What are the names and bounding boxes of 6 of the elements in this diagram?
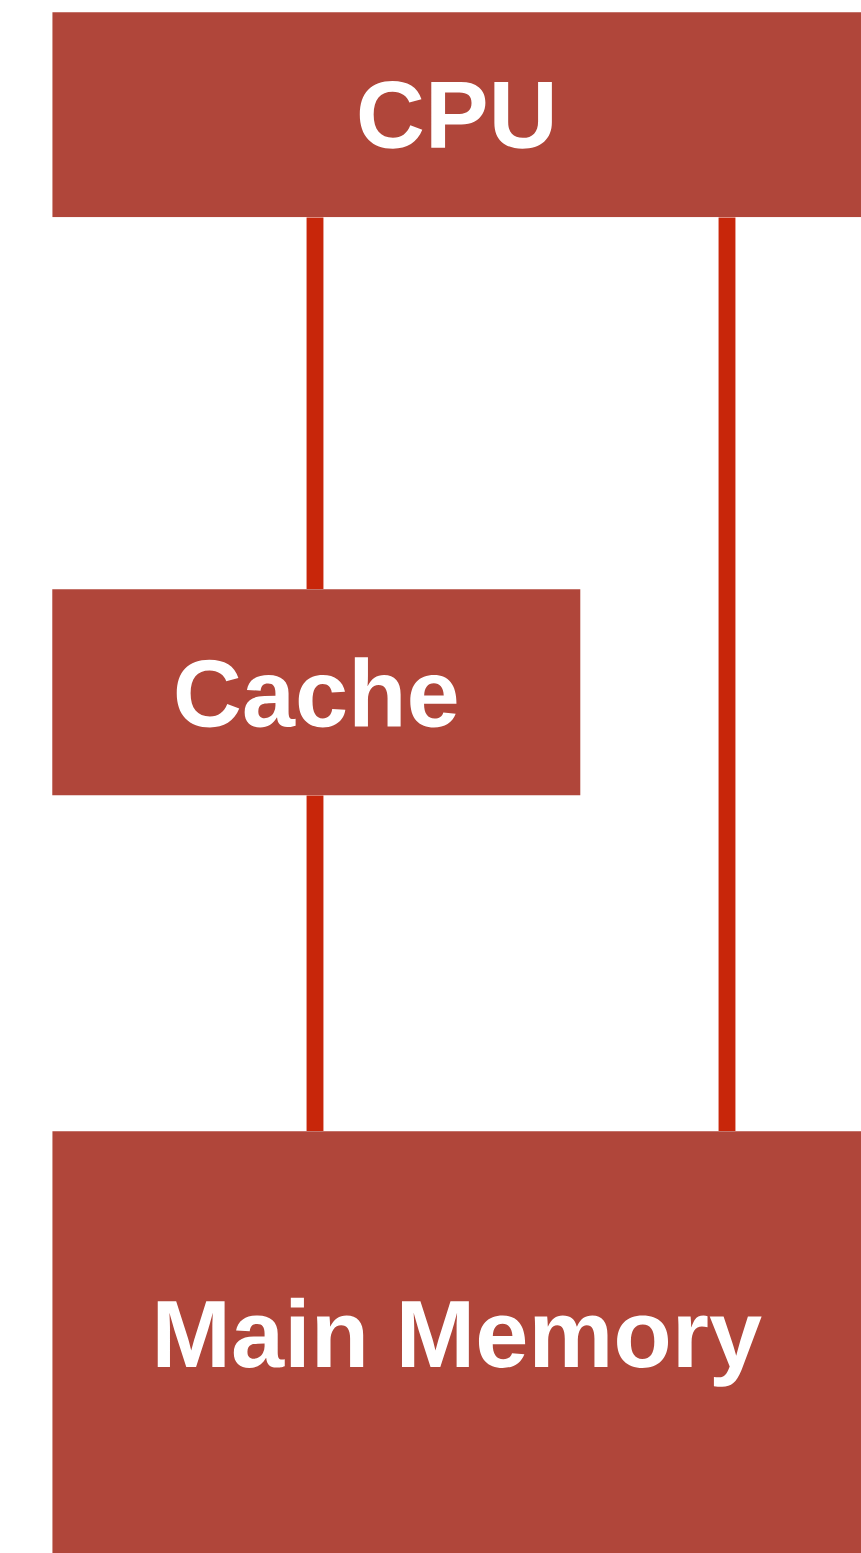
block-box: CPU	[52, 12, 861, 218]
block-box: Cache	[52, 589, 581, 796]
connector-line	[306, 795, 324, 1131]
connector-line	[306, 217, 324, 589]
block-box: Main Memory	[52, 1131, 861, 1553]
connector-line	[718, 217, 736, 1131]
